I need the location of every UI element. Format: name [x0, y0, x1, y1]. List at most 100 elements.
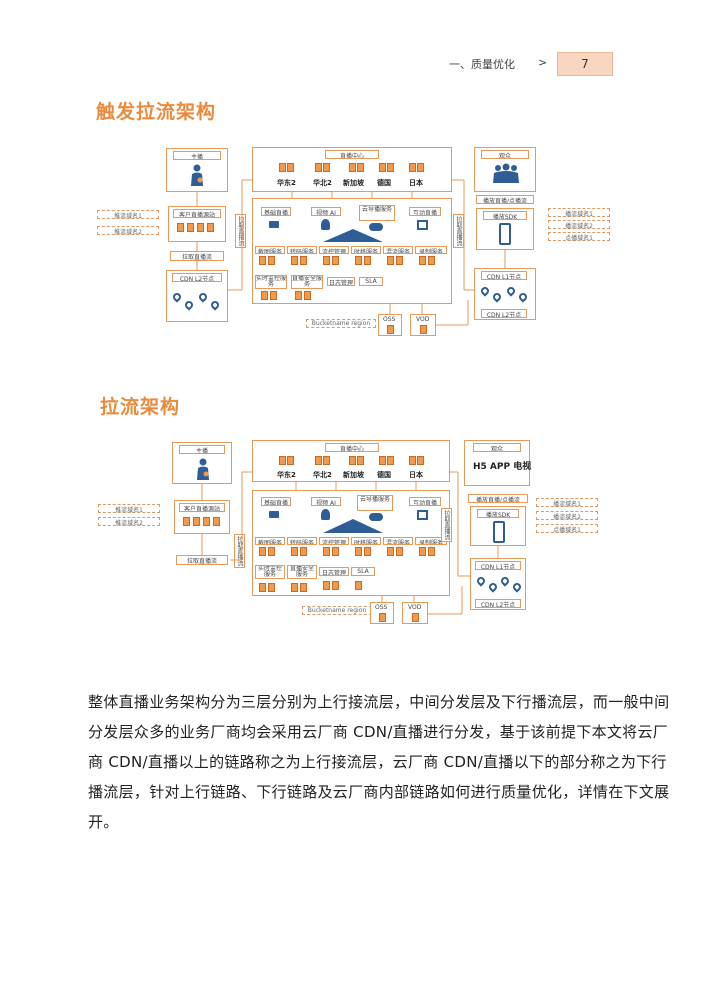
phone-icon — [499, 223, 511, 245]
oss-label-2: OSS — [375, 604, 388, 611]
sdk-box-2: 播放SDK — [470, 506, 526, 546]
live-center-label: 直播中心 — [325, 150, 379, 159]
audience-box: 观众 — [474, 147, 536, 192]
diagram2-pull-architecture: 主播 推流域名1 推流域名2 客户直播源站 拉取直播流 拉取直播流 直播中心 华… — [96, 436, 612, 636]
svc2r1-1: 视频 AI — [311, 497, 341, 506]
sdk-box: 播放SDK — [476, 208, 534, 250]
diagram2-title: 拉流架构 — [100, 396, 181, 418]
push-domain-2-2: 推流域名2 — [98, 517, 160, 527]
audience-label: 观众 — [481, 150, 529, 159]
svc2r3-3: SLA — [351, 567, 375, 576]
svc3-3: SLA — [359, 277, 383, 286]
svc1-1: 视频 AI — [311, 207, 341, 216]
cdn-l2-right-label-2: CDN L2节点 — [475, 599, 521, 608]
svc2r1-0: 基础直播 — [261, 497, 291, 506]
svc2r2-3: 时移服务 — [351, 537, 381, 545]
audience-label-2: 观众 — [473, 443, 521, 452]
vod-box: VOD — [410, 314, 436, 336]
svc3-0: 实时监控服务 — [255, 275, 287, 289]
paragraph-line-2: 分发层众多的业务厂商均会采用云厂商 CDN/直播进行分发，基于该前提下本文将云厂 — [88, 723, 669, 741]
vod-label-2: VOD — [408, 604, 422, 611]
oss-box-2: OSS — [370, 602, 394, 624]
svc3-1: 直播安全服务 — [291, 275, 323, 289]
anchor-person-icon-2 — [197, 458, 209, 480]
play-domain-2: 播流域名2 — [548, 220, 610, 230]
ai-head-icon-2 — [321, 509, 330, 520]
right-vertical-label-2: 拉取直播流 — [441, 508, 452, 542]
breadcrumb-arrow: > — [538, 56, 548, 69]
audience-people-icon — [491, 163, 521, 183]
page-number: 7 — [557, 52, 613, 76]
region-0: 华东2 — [277, 179, 296, 187]
pull-origin-label: 拉取直播流 — [170, 251, 224, 261]
cdn-l1-label: CDN L1节点 — [481, 271, 527, 280]
svc2r1-3: 互动直播 — [409, 497, 441, 506]
cdn-l2-left-box: CDN L2节点 — [166, 270, 228, 322]
svc1-2: 云导播服务 — [359, 205, 395, 221]
anchor-label: 主播 — [173, 151, 221, 160]
svc3-2: 日志管理 — [327, 277, 355, 286]
svc2-4: 混流服务 — [383, 246, 413, 254]
svc2-1: 转码服务 — [287, 246, 317, 254]
live-center-box: 直播中心 华东2 华北2 新加坡 德国 日本 — [252, 147, 452, 192]
cdn-l1-box: CDN L1节点 CDN L2节点 — [474, 268, 536, 320]
svc2r2-4: 混流服务 — [383, 537, 413, 545]
svc2r2-2: 流控管理 — [319, 537, 349, 545]
sdk-label: 播放SDK — [483, 211, 527, 220]
cloud-icon — [369, 223, 383, 231]
svc2r2-0: 截图服务 — [255, 537, 285, 545]
play-domain-1: 播流域名1 — [548, 208, 610, 218]
svc1-0: 基础直播 — [261, 207, 291, 216]
region-2: 新加坡 — [343, 179, 364, 187]
interactive-icon-2 — [417, 510, 428, 520]
paragraph-line-5: 开。 — [88, 813, 119, 831]
region-4: 日本 — [409, 179, 423, 187]
client-origin-label-2: 客户直播源站 — [179, 503, 225, 512]
interactive-icon — [417, 220, 428, 230]
region-1: 华北2 — [313, 179, 332, 187]
phone-icon-2 — [493, 521, 505, 543]
left-vertical-label: 拉取直播流 — [235, 214, 246, 248]
audience-box-2: 观众 H5 APP 电视 — [464, 440, 532, 486]
client-origin-label: 客户直播源站 — [173, 209, 221, 218]
diagram1-title: 触发拉流架构 — [96, 101, 217, 123]
client-origin-box-2: 客户直播源站 — [174, 500, 230, 534]
cdn-l2-left-label: CDN L2节点 — [172, 273, 222, 282]
bucket-label: Bucketname region — [306, 319, 376, 328]
oss-box: OSS — [378, 314, 402, 336]
player-label: 播放直播/点播流 — [476, 195, 534, 204]
svc2r1-2: 云导播服务 — [357, 495, 393, 511]
live-center-box-2: 直播中心 华东2 华北2 新加坡 德国 日本 — [252, 440, 450, 482]
service-block: 基础直播 视频 AI 云导播服务 互动直播 截图服务 转码服务 流控管理 时移服… — [252, 198, 452, 304]
service-block-2: 基础直播 视频 AI 云导播服务 互动直播 截图服务 转码服务 流控管理 时移服… — [252, 490, 450, 596]
svc2r2-1: 转码服务 — [287, 537, 317, 545]
anchor-box: 主播 — [166, 148, 228, 192]
svc1-3: 互动直播 — [409, 207, 441, 216]
push-domain-2: 推流域名2 — [97, 226, 159, 236]
svc2-2: 流控管理 — [319, 246, 349, 254]
paragraph-line-1: 整体直播业务架构分为三层分别为上行接流层，中间分发层及下行播流层，而一般中间 — [88, 693, 670, 711]
svc2r3-1: 直播安全服务 — [287, 565, 317, 579]
region2-4: 日本 — [409, 471, 423, 479]
camera-icon — [269, 221, 279, 228]
left-vertical-label-2: 拉取直播流 — [234, 534, 245, 568]
region2-3: 德国 — [377, 471, 391, 479]
sdk-label-2: 播放SDK — [477, 509, 519, 518]
client-types: H5 APP 电视 — [473, 462, 532, 472]
cdn-l2-right-label: CDN L2节点 — [481, 309, 527, 318]
region2-1: 华北2 — [313, 471, 332, 479]
client-origin-box: 客户直播源站 — [168, 206, 226, 242]
paragraph-line-4: 播流层，针对上行链路、下行链路及云厂商内部链路如何进行质量优化，详情在下文展 — [88, 783, 670, 801]
camera-icon-2 — [269, 511, 279, 518]
cdn-l1-box-2: CDN L1节点 CDN L2节点 — [470, 558, 526, 610]
play-domain-1-2: 播流域名1 — [536, 498, 598, 508]
cdn-l1-label-2: CDN L1节点 — [475, 561, 521, 570]
upload-arrow-icon-2 — [323, 519, 383, 533]
oss-label: OSS — [383, 316, 396, 323]
player-label-2: 播放直播/点播流 — [468, 494, 528, 503]
vod-domain-1-2: 点播域名1 — [536, 524, 598, 534]
diagram1-connectors — [196, 179, 506, 326]
svc2-0: 截图服务 — [255, 246, 285, 254]
vod-label: VOD — [416, 316, 430, 323]
vod-domain-1: 点播域名1 — [548, 232, 610, 242]
